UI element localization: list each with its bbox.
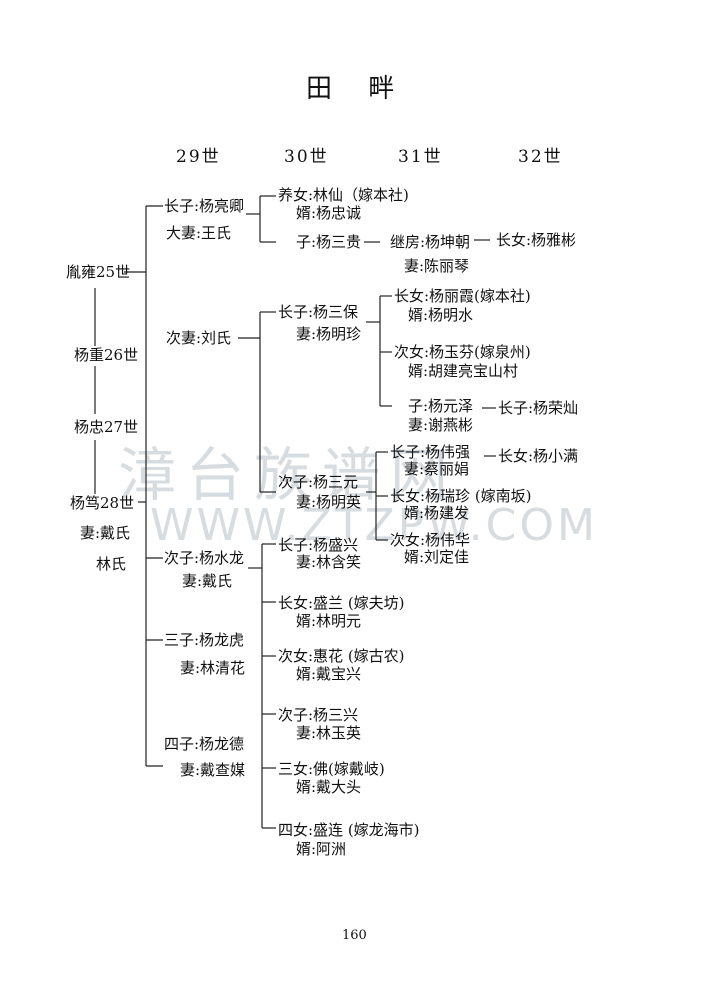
ancestor-name: 杨忠27世 [74, 418, 139, 436]
spouse-name: 妻:杨明珍 [296, 325, 362, 343]
member-name: 长子:杨荣灿 [498, 399, 579, 417]
member-name: 子:杨三贵 [296, 233, 362, 251]
generation-header: 29世 [176, 147, 221, 167]
spouse-name: 婿:胡建亮宝山村 [408, 362, 519, 380]
spouse-name: 妻:谢燕彬 [408, 416, 474, 434]
spouse-name: 妻:林清花 [180, 659, 246, 677]
member-name: 长女:盛兰 (嫁夫坊) [278, 594, 405, 612]
member-name: 次子:杨水龙 [164, 549, 245, 567]
ancestor-name: 杨笃28世 [70, 494, 135, 512]
member-name: 次子:杨三元 [278, 473, 359, 491]
spouse-name: 妻:蔡丽娟 [404, 460, 470, 478]
spouse-name: 林氏 [96, 555, 127, 573]
member-name: 长女:杨丽霞(嫁本社) [394, 287, 531, 305]
spouse-name: 大妻:王氏 [166, 224, 232, 242]
spouse-name: 婿:戴大头 [296, 778, 362, 796]
member-name: 三女:佛(嫁戴岐) [278, 760, 385, 778]
member-name: 四子:杨龙德 [164, 735, 245, 753]
member-name: 长子:杨伟强 [390, 443, 471, 461]
member-name: 子:杨元泽 [408, 397, 474, 415]
spouse-name: 妻:戴氏 [182, 572, 233, 590]
member-name: 四女:盛连 (嫁龙海市) [278, 821, 420, 839]
member-name: 长女:杨小满 [498, 447, 579, 465]
ancestor-name: 胤雍25世 [66, 263, 131, 281]
spouse-name: 婿:戴宝兴 [296, 665, 362, 683]
member-name: 次子:杨三兴 [278, 706, 359, 724]
spouse-name: 婿:杨明水 [408, 306, 474, 324]
spouse-name: 次妻:刘氏 [166, 329, 232, 347]
member-name: 养女:林仙（嫁本社) [278, 186, 409, 204]
member-name: 继房:杨坤朝 [390, 233, 471, 251]
spouse-name: 婿:林明元 [296, 612, 362, 630]
member-name: 长子:杨亮卿 [164, 197, 245, 215]
watermark-text: 漳台族谱网 [118, 441, 459, 509]
spouse-name: 妻:林含笑 [296, 553, 362, 571]
member-name: 长子:杨三保 [278, 303, 359, 321]
member-name: 长子:杨盛兴 [278, 536, 359, 554]
spouse-name: 妻:戴氏 [80, 524, 131, 542]
member-name: 三子:杨龙虎 [164, 631, 245, 649]
generation-header: 32世 [518, 147, 563, 167]
page-title: 田 畔 [306, 74, 409, 104]
spouse-name: 妻:陈丽琴 [404, 257, 470, 275]
member-name: 次女:惠花 (嫁古农) [278, 647, 405, 665]
page-number: 160 [342, 928, 367, 943]
generation-header: 31世 [398, 147, 443, 167]
member-name: 次女:杨玉芬(嫁泉州) [394, 343, 531, 361]
spouse-name: 婿:阿洲 [296, 840, 347, 858]
member-name: 长女:杨瑞珍 (嫁南坂) [390, 487, 532, 505]
spouse-name: 婿:杨建发 [404, 504, 470, 522]
spouse-name: 妻:林玉英 [296, 724, 362, 742]
spouse-name: 婿:杨忠诚 [296, 204, 362, 222]
spouse-name: 婿:刘定佳 [404, 548, 470, 566]
spouse-name: 妻:戴查媒 [180, 761, 246, 779]
watermark-url: WWW.ZTZPW.COM [150, 500, 598, 551]
ancestor-name: 杨重26世 [74, 346, 139, 364]
member-name: 长女:杨雅彬 [496, 231, 577, 249]
spouse-name: 妻:杨明英 [296, 493, 362, 511]
member-name: 次女:杨伟华 [390, 531, 471, 549]
generation-header: 30世 [284, 147, 329, 167]
